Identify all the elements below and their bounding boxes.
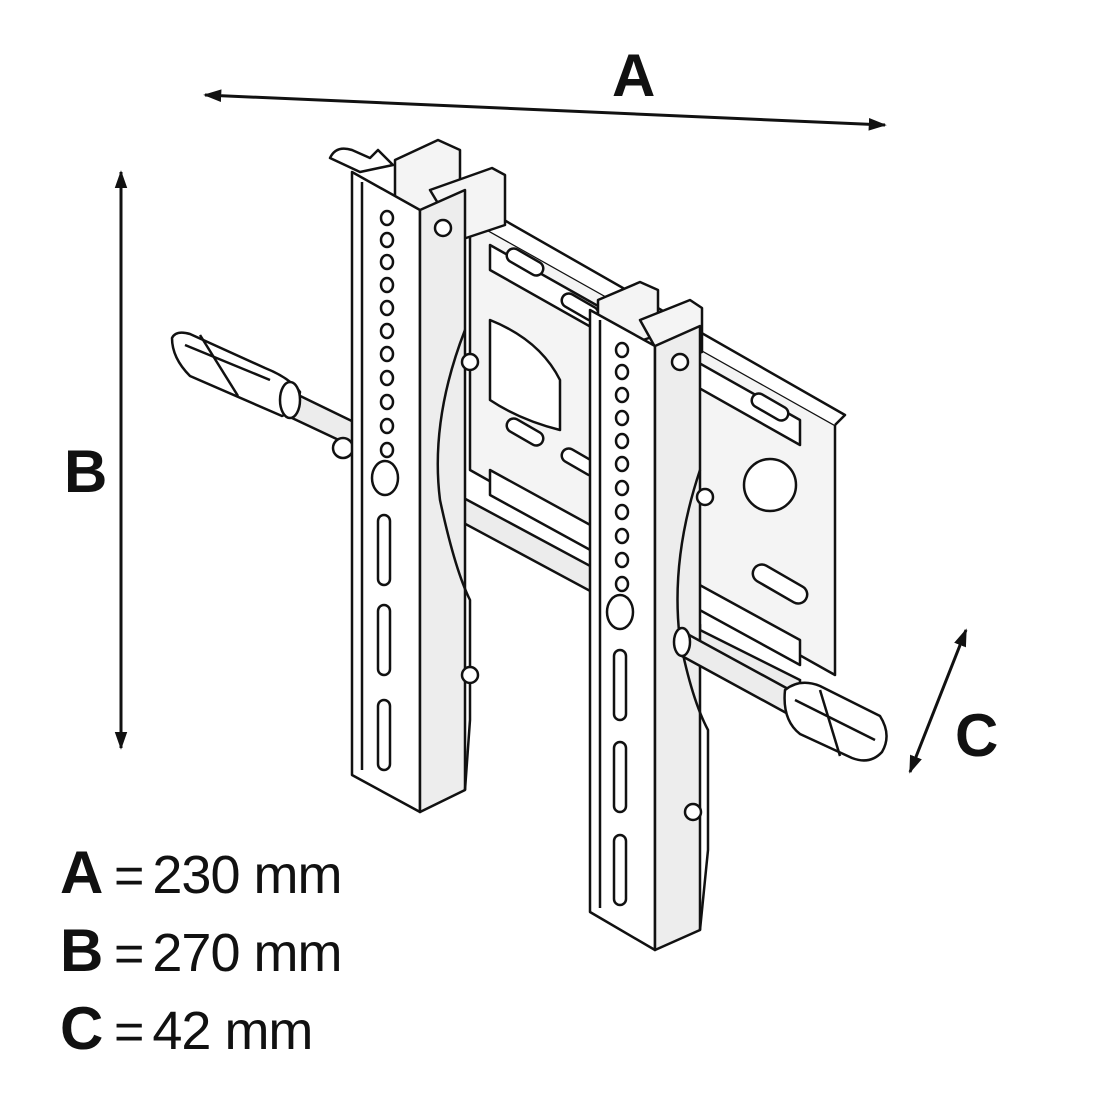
legend-equals-b: =	[114, 925, 145, 983]
left-vertical-arm	[328, 138, 507, 814]
legend-key-a: A	[60, 839, 104, 906]
dimension-a-label: A	[612, 42, 655, 109]
right-locking-bolt	[672, 626, 888, 762]
dimension-a-arrow: A	[203, 42, 887, 131]
legend-key-c: C	[60, 995, 104, 1062]
dimension-c-arrow: C	[908, 628, 998, 774]
legend-row-c: C = 42 mm	[60, 994, 341, 1072]
legend-row-a: A = 230 mm	[60, 838, 342, 916]
right-vertical-arm	[588, 280, 715, 952]
legend-key-b: B	[60, 917, 104, 984]
legend-value-a: 230 mm	[152, 845, 342, 905]
legend-equals-a: =	[114, 847, 145, 905]
legend-row-b: B = 270 mm	[60, 916, 342, 994]
legend-value-c: 42 mm	[152, 1001, 313, 1061]
dimension-b-label: B	[64, 438, 107, 505]
legend-value-b: 270 mm	[152, 923, 342, 983]
dimension-b-arrow: B	[64, 170, 128, 750]
left-locking-bolt	[170, 331, 362, 460]
dimension-c-label: C	[955, 702, 998, 769]
legend-equals-c: =	[114, 1003, 145, 1061]
dimensions-legend: A = 230 mm B = 270 mm C = 42 mm	[60, 838, 342, 1072]
